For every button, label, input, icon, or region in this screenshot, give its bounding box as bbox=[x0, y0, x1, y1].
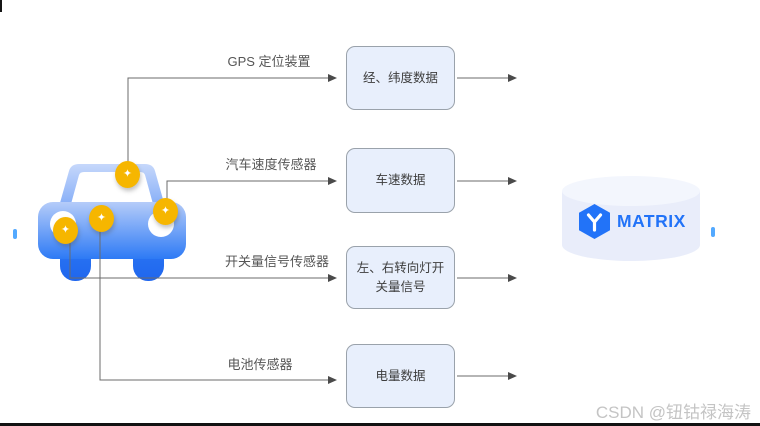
gps-sensor-pin-icon: ✦ bbox=[115, 161, 140, 188]
connection-handle-left-icon bbox=[13, 229, 17, 239]
matrix-logo: MATRIX bbox=[579, 204, 686, 239]
sparkle-glyph: ✦ bbox=[60, 224, 71, 236]
data-box-battery: 电量数据 bbox=[346, 344, 455, 408]
sparkle-glyph: ✦ bbox=[96, 212, 107, 224]
sparkle-glyph: ✦ bbox=[122, 168, 133, 180]
sensor-label-gps: GPS 定位装置 bbox=[227, 54, 311, 69]
sensor-label-battery: 电池传感器 bbox=[227, 357, 293, 372]
data-box-speed: 车速数据 bbox=[346, 148, 455, 213]
watermark: CSDN @钮钴禄海涛 bbox=[595, 403, 751, 422]
sensor-label-speed: 汽车速度传感器 bbox=[225, 157, 317, 172]
battery-sensor-pin-icon: ✦ bbox=[89, 205, 114, 232]
sensor-label-switch: 开关量信号传感器 bbox=[224, 254, 330, 269]
top-left-edge-mark bbox=[0, 0, 2, 12]
data-box-latlon: 经、纬度数据 bbox=[346, 46, 455, 110]
sparkle-glyph: ✦ bbox=[160, 205, 171, 217]
speed-sensor-pin-icon: ✦ bbox=[153, 198, 178, 225]
switch-sensor-pin-icon: ✦ bbox=[53, 217, 78, 244]
bottom-border-line bbox=[0, 423, 760, 426]
hexagon-y-icon bbox=[579, 204, 610, 239]
matrix-logo-text: MATRIX bbox=[617, 211, 686, 231]
data-box-signal: 左、右转向灯开关量信号 bbox=[346, 246, 455, 309]
connection-handle-right-icon bbox=[711, 227, 715, 237]
